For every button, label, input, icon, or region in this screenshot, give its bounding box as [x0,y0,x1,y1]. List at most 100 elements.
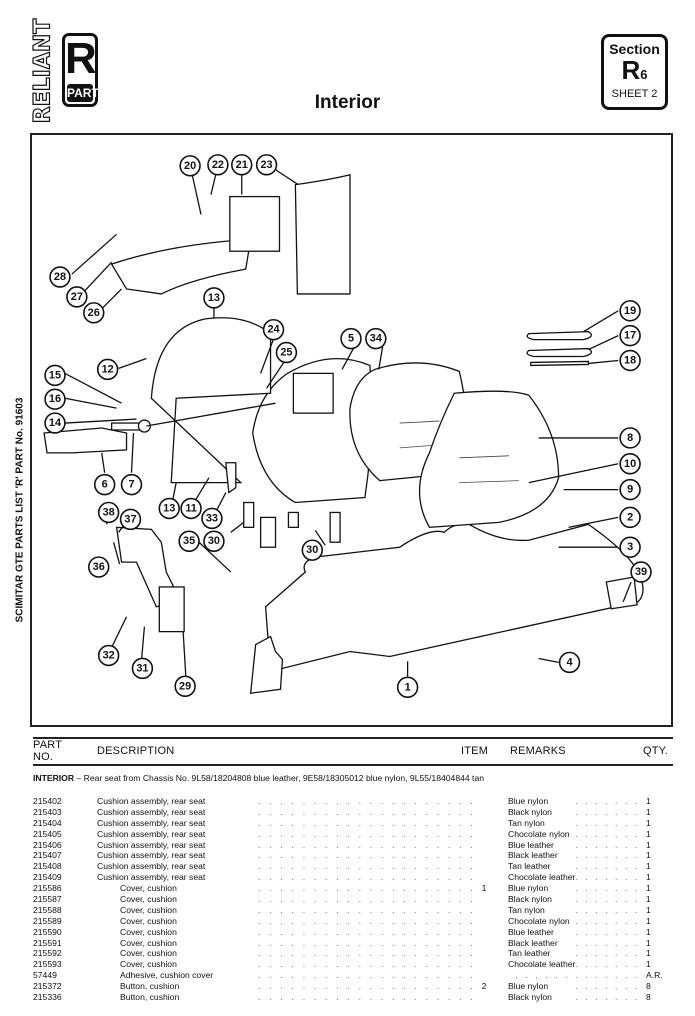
dot-leader: . . . . . . . . . . . . . . . . . . . . … [573,796,640,806]
logo-sub: PART [67,84,99,102]
svg-text:22: 22 [212,159,224,171]
description-cell: Cover, cushion [120,937,177,948]
description-cell: Cover, cushion [120,894,177,905]
item-cell: 2 [481,981,487,992]
description-cell: Cover, cushion [120,904,177,915]
part-no-cell: 215407 [33,850,62,861]
part-no-cell: 215406 [33,839,62,850]
table-top-rule [33,737,673,739]
dot-leader: . . . . . . . . . . . . . . . . . . . . … [258,796,480,806]
dot-leader: . . . . . . . . . . . . . . . . . . . . … [258,926,480,937]
description-cell: Adhesive, cushion cover [120,970,214,981]
dot-leader: . . . . . . . . . . . . . . . . . . . . … [573,915,640,926]
callout-38: 38 [97,501,120,524]
svg-text:9: 9 [627,484,633,496]
description-cell: Cushion assembly, rear seat [97,872,206,883]
r-part-logo: R PART [62,33,99,107]
callout-32: 32 [97,644,120,667]
dot-leader: . . . . . . . . . . . . . . . . . . . . … [573,828,640,839]
qty-cell: 1 [646,872,651,883]
svg-text:13: 13 [163,502,175,514]
dot-leader: . . . . . . . . . . . . . . . . . . . . … [573,883,640,894]
side-caption-text: SCIMITAR GTE PARTS LIST 'R' PART No. 916… [14,397,26,623]
svg-text:25: 25 [280,347,292,359]
callout-25: 25 [275,341,298,364]
seat-pan-left-foot [249,635,284,694]
dot-leader: . . . . . . . . . . . . . . . . . . . . … [258,806,480,817]
qty-cell: 1 [646,948,651,959]
callout-18: 18 [619,349,641,372]
table-header-rule [33,764,673,766]
dot-leader: . . . . . . . . . . . . . . . . . . . . … [573,926,640,937]
dot-leader: . . . . . . . . . . . . . . . . . . . . … [258,839,480,850]
dot-leader: . . . . . . . . . . . . . . . . . . . . … [573,894,640,905]
bolt-head [137,419,152,433]
part-no-cell: 215403 [33,806,62,817]
callout-23: 23 [255,154,278,176]
part-no-cell: 215593 [33,959,62,970]
qty-cell: 1 [646,959,651,970]
qty-cell: 1 [646,883,651,894]
dot-leader: . . . . . . . . . . . . . . . . . . . . … [258,992,480,1003]
callout-39: 39 [630,561,652,583]
part-no-cell: 215404 [33,817,62,828]
dot-leader: . . . . . . . . . . . . . . . . . . . . … [258,872,480,883]
section-code: R6 [604,57,665,87]
part-no-cell: 215409 [33,872,62,883]
part-no-cell: 215408 [33,861,62,872]
callout-24: 24 [262,318,285,341]
part-no-cell: 215587 [33,894,62,905]
callout-22: 22 [207,154,229,176]
qty-cell: 1 [646,796,651,806]
svg-text:39: 39 [635,566,647,578]
qty-cell: 1 [646,915,651,926]
part-no-cell: 215402 [33,796,62,806]
dot-leader: . . . . . . . . . . . . . . . . . . . . … [573,948,640,959]
dot-leader: . . . . . . . . . . . . . . . . . . . . … [258,981,480,992]
svg-text:37: 37 [124,513,136,525]
part-no-cell: 215591 [33,937,62,948]
section-number: 6 [640,67,648,82]
svg-text:32: 32 [103,649,115,661]
header-part-no-line2: NO. [33,751,54,763]
callout-8: 8 [619,427,641,449]
svg-text:1: 1 [405,681,411,693]
description-cell: Cover, cushion [120,926,177,937]
part-no-cell: 57449 [33,970,57,981]
description-cell: Cover, cushion [120,915,177,926]
dot-leader: . . . . . . . . . . . . . . . . . . . . … [508,970,640,981]
remarks-cell: Tan leather [508,861,551,872]
callout-33: 33 [201,507,223,530]
svg-text:38: 38 [103,506,115,518]
callout-16: 16 [44,388,66,410]
remarks-cell: Black nylon [508,806,552,817]
remarks-cell: Tan nylon [508,904,545,915]
callout-35: 35 [178,530,200,552]
rear-panel [294,173,351,295]
dot-leader: . . . . . . . . . . . . . . . . . . . . … [258,948,480,959]
remarks-cell: Black leather [508,850,558,861]
section-heading: INTERIOR – Rear seat from Chassis No. 9L… [33,773,484,783]
callout-1: 1 [396,676,419,698]
dot-leader: . . . . . . . . . . . . . . . . . . . . … [258,828,480,839]
svg-text:30: 30 [208,535,220,547]
callout-36: 36 [87,556,110,578]
callout-28: 28 [49,266,71,288]
callout-9: 9 [619,478,641,501]
dot-leader: . . . . . . . . . . . . . . . . . . . . … [573,937,640,948]
item-cell: 1 [481,883,487,894]
leader-lines [64,169,632,682]
dot-leader: . . . . . . . . . . . . . . . . . . . . … [258,817,480,828]
svg-text:18: 18 [624,354,636,366]
callout-27: 27 [66,286,88,308]
dot-leader: . . . . . . . . . . . . . . . . . . . . … [258,850,480,861]
trim-17 [526,347,593,358]
dot-leader: . . . . . . . . . . . . . . . . . . . . … [258,904,480,915]
